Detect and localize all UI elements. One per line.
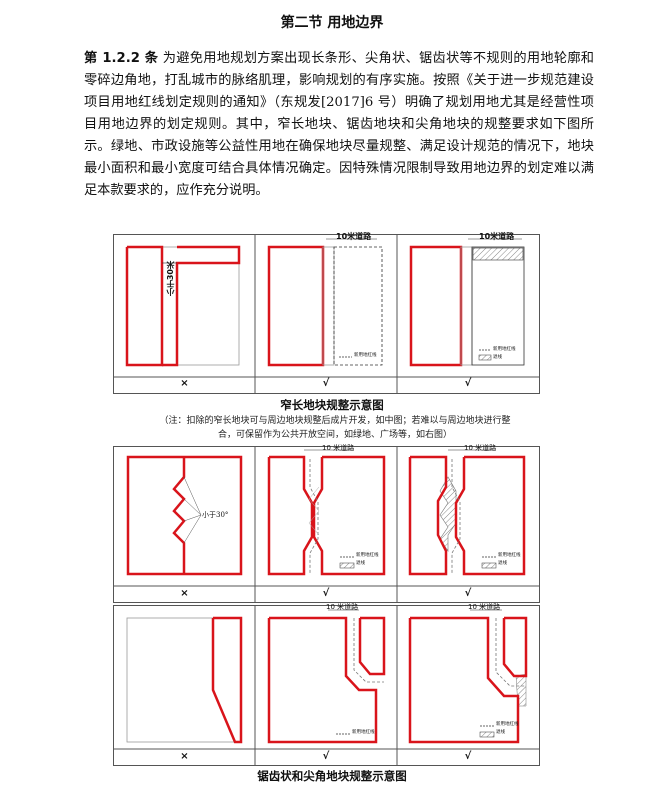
panel-corner-fixed — [267, 609, 386, 744]
legend-setback: 退线 — [493, 355, 502, 360]
label-road: 10 米道路 — [322, 444, 355, 452]
clause-paragraph: 第 1.2.2 条 为避免用地规划方案出现长条形、尖角状、锯齿状等不规则的用地轮… — [84, 48, 594, 202]
mark-incorrect: × — [180, 751, 189, 762]
legend-redline: 新用地红线 — [493, 347, 516, 352]
mark-correct: √ — [464, 751, 472, 762]
figure3-caption: 锯齿状和尖角地块规整示意图 — [257, 769, 407, 783]
section-title: 第二节 用地边界 — [280, 15, 384, 31]
legend-redline: 新用地红线 — [352, 730, 375, 735]
legend-redline: 新用地红线 — [356, 553, 379, 558]
figure1-caption: 窄长地块规整示意图 — [280, 398, 384, 412]
legend-setback: 退线 — [498, 561, 507, 566]
figure1-note-line2: 合，可保留作为公共开放空间，如绿地、广场等，如右图） — [217, 430, 452, 440]
panel-narrow-wrong — [125, 245, 241, 367]
mark-correct: √ — [464, 378, 472, 389]
mark-incorrect: × — [180, 588, 189, 599]
panel-corner-wrong — [126, 616, 243, 744]
label-road: 10米道路 — [336, 232, 372, 241]
label-road: 10米道路 — [479, 232, 515, 241]
panel-sawtooth-fixed — [267, 449, 386, 576]
label-road: 10 米道路 — [468, 603, 501, 611]
mark-correct: √ — [322, 588, 330, 599]
legend-setback: 退线 — [496, 730, 505, 735]
legend-redline: 新用地红线 — [354, 353, 377, 358]
figure-sawtooth-plots: 小于30° 10 米道路 10 米道路 新用地红线 退线 新用地红线 退线 × … — [113, 444, 540, 603]
panel-corner-open-space — [408, 609, 528, 744]
mark-correct: √ — [464, 588, 472, 599]
panel-narrow-open-space — [409, 238, 525, 367]
legend-redline: 新用地红线 — [496, 722, 519, 727]
label-road: 10 米道路 — [464, 444, 497, 452]
figure-sharp-corner-plots: 10 米道路 10 米道路 新用地红线 新用地红线 退线 × √ √ — [113, 603, 540, 766]
panel-narrow-merge — [267, 238, 383, 367]
panel-sawtooth-wrong — [126, 455, 243, 576]
figure1-note-line1: （注：扣除的窄长地块可与周边地块规整后成片开发，如中图；若难以与周边地块进行整 — [159, 416, 511, 426]
label-road: 10 米道路 — [326, 603, 359, 611]
mark-correct: √ — [322, 751, 330, 762]
panel-sawtooth-open-space — [408, 449, 526, 576]
mark-incorrect: × — [180, 378, 189, 389]
mark-correct: √ — [322, 378, 330, 389]
legend-redline: 新用地红线 — [498, 553, 521, 558]
label-angle: 小于30° — [202, 511, 229, 519]
label-width: 小于30米 — [166, 261, 175, 297]
legend-setback: 退线 — [356, 561, 365, 566]
figure-narrow-plots: 小于30米 10米道路 10米道路 新用地红线 新用地红线 退线 × √ √ — [113, 232, 540, 394]
clause-number: 第 1.2.2 条 — [84, 51, 159, 66]
clause-text: 为避免用地规划方案出现长条形、尖角状、锯齿状等不规则的用地轮廓和零碎边角地，打乱… — [84, 51, 594, 198]
